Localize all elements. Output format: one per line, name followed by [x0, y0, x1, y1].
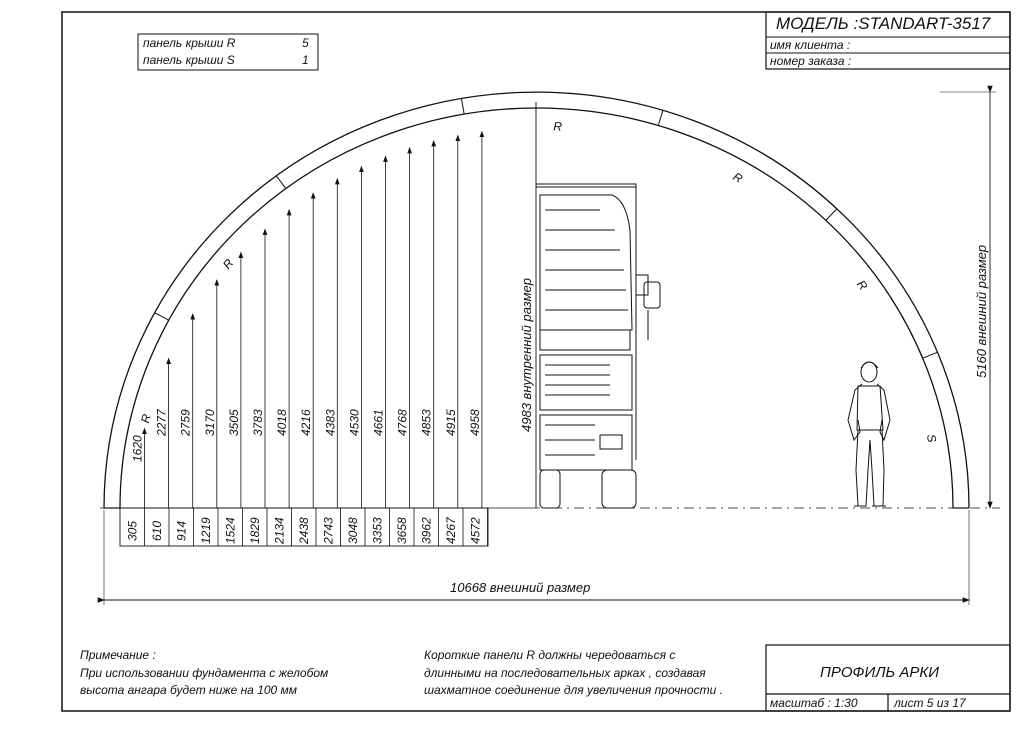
- truck-illustration: [535, 183, 661, 509]
- offset-box: [119, 507, 489, 547]
- title-block: [765, 11, 1011, 70]
- offset-value: 3353: [371, 517, 385, 544]
- arch-panel-label: R: [553, 119, 563, 133]
- arch-panel-label: R: [854, 278, 871, 294]
- offset-value: 4267: [444, 516, 458, 544]
- scale-label: масштаб : 1:30: [770, 696, 858, 710]
- height-value: 4915: [444, 409, 458, 436]
- sheet-frame: [61, 11, 1011, 712]
- arch-panel-label: S: [924, 433, 939, 444]
- offset-value: 4572: [469, 517, 483, 544]
- outer-height-label: 5160 внешний размер: [974, 245, 989, 378]
- height-value: 4958: [468, 409, 482, 436]
- inner-height-label: 4983 внутренний размер: [519, 278, 534, 432]
- width-label: 10668 внешний размер: [450, 580, 590, 595]
- arch-joint: [154, 312, 169, 321]
- arch-joint: [922, 351, 938, 359]
- panel-s-count: 1: [302, 53, 309, 67]
- panel-r-count: 5: [302, 36, 309, 50]
- height-value: 4768: [396, 409, 410, 436]
- arch-panel-label: R: [220, 256, 237, 272]
- arch-joint: [825, 208, 838, 221]
- offset-value: 1219: [199, 517, 213, 544]
- note2-line-2: длинными на последовательных арках , соз…: [424, 666, 706, 680]
- arch-panel-label: R: [138, 412, 154, 424]
- panel-r-label: панель крыши R: [143, 36, 236, 50]
- arch-joint: [657, 110, 664, 126]
- offset-value: 2134: [273, 517, 287, 545]
- height-value: 4216: [299, 409, 313, 436]
- arch-joint: [460, 98, 465, 115]
- note-line-1: При использовании фундамента с желобом: [80, 666, 329, 680]
- note-title: Примечание :: [80, 648, 156, 662]
- height-value: 3783: [251, 409, 265, 436]
- offset-value: 305: [126, 521, 140, 541]
- panel-table: [137, 33, 319, 71]
- height-dimensions: 1620 2277 2759 3170 3505 3783 4018 4216 4383 4530…: [131, 130, 485, 508]
- height-value: 4853: [420, 409, 434, 436]
- note2-line-3: шахматное соединение для увеличения проч…: [424, 683, 723, 697]
- offset-value: 3048: [346, 517, 360, 544]
- model-title: МОДЕЛЬ :STANDART-3517: [776, 14, 991, 33]
- note2-line-1: Короткие панели R должны чередоваться с: [424, 648, 676, 662]
- offset-value: 2743: [322, 517, 336, 545]
- order-number-field: номер заказа :: [770, 54, 852, 68]
- offset-value: 610: [150, 521, 164, 541]
- height-value: 4661: [372, 409, 386, 436]
- drawing-title: ПРОФИЛЬ АРКИ: [820, 664, 939, 681]
- sheet-number: лист 5 из 17: [894, 696, 966, 710]
- human-figure: [847, 361, 891, 507]
- panel-s-label: панель крыши S: [143, 53, 235, 67]
- height-value: 4383: [323, 409, 337, 436]
- client-name-field: имя клиента :: [770, 38, 851, 52]
- offset-value: 3962: [420, 517, 434, 544]
- offset-value: 2438: [297, 517, 311, 545]
- arch-panel-label: R: [731, 170, 746, 187]
- height-value: 4018: [275, 409, 289, 436]
- bottom-frames: [765, 644, 1011, 712]
- height-value: 3505: [227, 409, 241, 436]
- note-line-2: высота ангара будет ниже на 100 мм: [80, 683, 298, 697]
- offset-value: 914: [175, 521, 189, 541]
- arch-panel-labels: R R R R R S: [138, 119, 939, 443]
- arch: [103, 91, 970, 509]
- offset-value: 1829: [248, 517, 262, 544]
- height-value: 3170: [203, 409, 217, 436]
- arch-panel-joints: [154, 98, 938, 359]
- height-value: 4530: [347, 409, 361, 436]
- height-value: 1620: [131, 435, 145, 462]
- height-value: 2277: [155, 408, 169, 437]
- height-value: 2759: [179, 409, 193, 437]
- arch-joint: [275, 175, 287, 189]
- offset-value: 3658: [395, 517, 409, 544]
- offset-dimensions: 305 610 914 1219 1524 1829 2134 2438 2743 3048 335…: [126, 508, 488, 546]
- offset-value: 1524: [224, 517, 238, 544]
